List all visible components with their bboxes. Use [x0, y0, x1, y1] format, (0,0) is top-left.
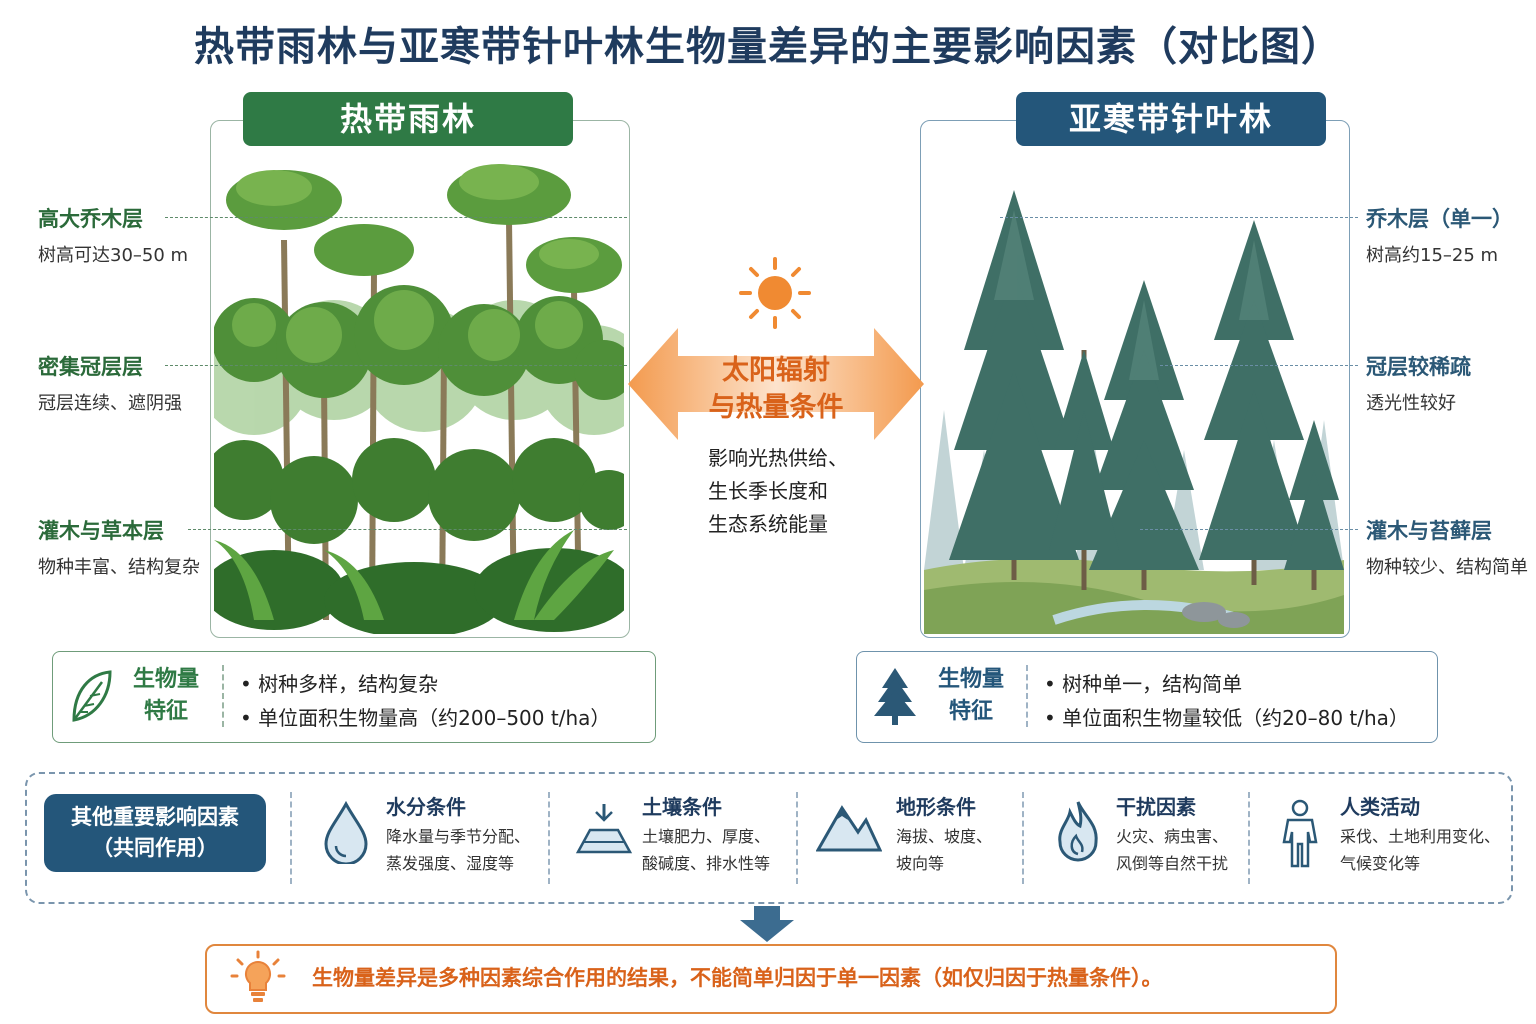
- factor-title: 地形条件: [896, 795, 976, 819]
- rainforest-biomass-box: [52, 651, 656, 743]
- biomass-bullet: • 树种单一，结构简单: [1044, 672, 1243, 696]
- boreal-layer-desc: 物种较少、结构简单: [1366, 557, 1528, 578]
- biomass-label-line: 生物量: [132, 667, 199, 692]
- soil-icon: [575, 804, 633, 854]
- boreal-layer-title: 灌木与苔藓层: [1366, 519, 1492, 543]
- center-label-line: 与热量条件: [708, 392, 844, 423]
- biomass-bullet: • 单位面积生物量较低（约20–80 t/ha）: [1044, 706, 1409, 730]
- biomass-label-line: 生物量: [937, 667, 1004, 692]
- water-drop-icon: [324, 800, 368, 864]
- double-arrow-icon: [628, 328, 924, 440]
- leader-line: [165, 365, 627, 366]
- boreal-biomass-box: [856, 651, 1438, 743]
- boreal-layer-title: 冠层较稀疏: [1366, 355, 1471, 379]
- factor-desc: 海拔、坡度、 坡向等: [896, 823, 992, 877]
- conclusion-box: [205, 944, 1337, 1014]
- other-factors-panel: [25, 772, 1513, 904]
- sun-icon: [739, 257, 811, 329]
- conclusion-text: 生物量差异是多种因素综合作用的结果，不能简单归因于单一因素（如仅归因于热量条件）…: [312, 966, 1163, 990]
- factor-desc: 土壤肥力、厚度、 酸碱度、排水性等: [642, 823, 770, 877]
- leader-line: [1000, 217, 1358, 218]
- page-title: 热带雨林与亚寒带针叶林生物量差异的主要影响因素（对比图）: [194, 24, 1342, 70]
- factors-heading: 其他重要影响因素 （共同作用）: [44, 794, 266, 872]
- boreal-layer-desc: 树高约15–25 m: [1366, 245, 1499, 266]
- leader-line: [1140, 529, 1358, 530]
- biomass-bullet-text: 树种多样，结构复杂: [258, 672, 439, 696]
- factor-desc: 火灾、病虫害、 风倒等自然干扰: [1116, 823, 1228, 877]
- divider: [222, 665, 224, 727]
- factor-title: 干扰因素: [1116, 795, 1196, 819]
- divider: [548, 792, 550, 884]
- lightbulb-icon: [230, 950, 286, 1002]
- center-desc-line: 生长季长度和: [708, 479, 828, 503]
- boreal-layer-desc: 透光性较好: [1366, 393, 1456, 414]
- center-desc-line: 生态系统能量: [708, 512, 828, 536]
- rainforest-layer-desc: 冠层连续、遮阴强: [38, 393, 182, 414]
- mountain-icon: [816, 805, 882, 852]
- rainforest-layer-desc: 树高可达30–50 m: [38, 245, 189, 266]
- leader-line: [165, 217, 627, 218]
- factor-title: 水分条件: [386, 795, 466, 819]
- boreal-illustration: [924, 150, 1344, 634]
- leader-line: [1160, 365, 1358, 366]
- center-label: 太阳辐射 与热量条件: [640, 352, 912, 426]
- factor-desc: 降水量与季节分配、 蒸发强度、湿度等: [386, 823, 530, 877]
- factor-desc-line: 酸碱度、排水性等: [642, 854, 771, 873]
- person-icon: [1282, 799, 1318, 868]
- factors-heading-line: 其他重要影响因素: [71, 805, 239, 829]
- down-arrow-icon: [740, 906, 794, 942]
- leader-line: [188, 529, 627, 530]
- divider: [290, 792, 292, 884]
- factor-desc-line: 降水量与季节分配、: [386, 827, 531, 846]
- divider: [1022, 792, 1024, 884]
- factor-desc-line: 风倒等自然干扰: [1116, 854, 1229, 873]
- factor-desc-line: 坡向等: [896, 854, 945, 873]
- divider: [1026, 665, 1028, 727]
- factor-title: 土壤条件: [642, 795, 722, 819]
- center-desc: 影响光热供给、 生长季长度和 生态系统能量: [708, 442, 848, 541]
- biomass-bullet-text: 树种单一，结构简单: [1062, 672, 1243, 696]
- rainforest-layer-title: 密集冠层层: [38, 355, 143, 379]
- biomass-label: 生物量 特征: [930, 664, 1012, 728]
- factor-desc: 采伐、土地利用变化、 气候变化等: [1340, 823, 1500, 877]
- factor-title: 人类活动: [1340, 795, 1420, 819]
- rainforest-layer-title: 高大乔木层: [38, 207, 143, 231]
- factor-desc-line: 气候变化等: [1340, 854, 1421, 873]
- boreal-tab: 亚寒带针叶林: [1016, 92, 1326, 146]
- biomass-label-line: 特征: [143, 699, 188, 724]
- biomass-bullet-text: 单位面积生物量高（约200–500 t/ha）: [258, 706, 611, 730]
- divider: [796, 792, 798, 884]
- rainforest-tab: 热带雨林: [243, 92, 573, 146]
- rainforest-layer-desc: 物种丰富、结构复杂: [38, 557, 200, 578]
- center-desc-line: 影响光热供给、: [708, 446, 848, 470]
- boreal-layer-title: 乔木层（单一）: [1366, 207, 1513, 231]
- factor-desc-line: 土壤肥力、厚度、: [642, 827, 771, 846]
- conifer-icon: [874, 668, 916, 725]
- biomass-bullet: • 单位面积生物量高（约200–500 t/ha）: [240, 706, 611, 730]
- factors-heading-line: （共同作用）: [92, 836, 218, 860]
- factor-desc-line: 海拔、坡度、: [896, 827, 993, 846]
- leaf-icon: [72, 670, 112, 722]
- biomass-bullet-text: 单位面积生物量较低（约20–80 t/ha）: [1062, 706, 1409, 730]
- biomass-bullet: • 树种多样，结构复杂: [240, 672, 439, 696]
- biomass-label-line: 特征: [948, 699, 993, 724]
- factor-desc-line: 蒸发强度、湿度等: [386, 854, 515, 873]
- divider: [1248, 792, 1250, 884]
- rainforest-layer-title: 灌木与草本层: [38, 519, 164, 543]
- factor-desc-line: 采伐、土地利用变化、: [1340, 827, 1501, 846]
- factor-desc-line: 火灾、病虫害、: [1116, 827, 1229, 846]
- center-label-line: 太阳辐射: [722, 355, 830, 386]
- biomass-label: 生物量 特征: [125, 664, 207, 728]
- fire-icon: [1058, 801, 1098, 862]
- rainforest-illustration: [214, 150, 624, 634]
